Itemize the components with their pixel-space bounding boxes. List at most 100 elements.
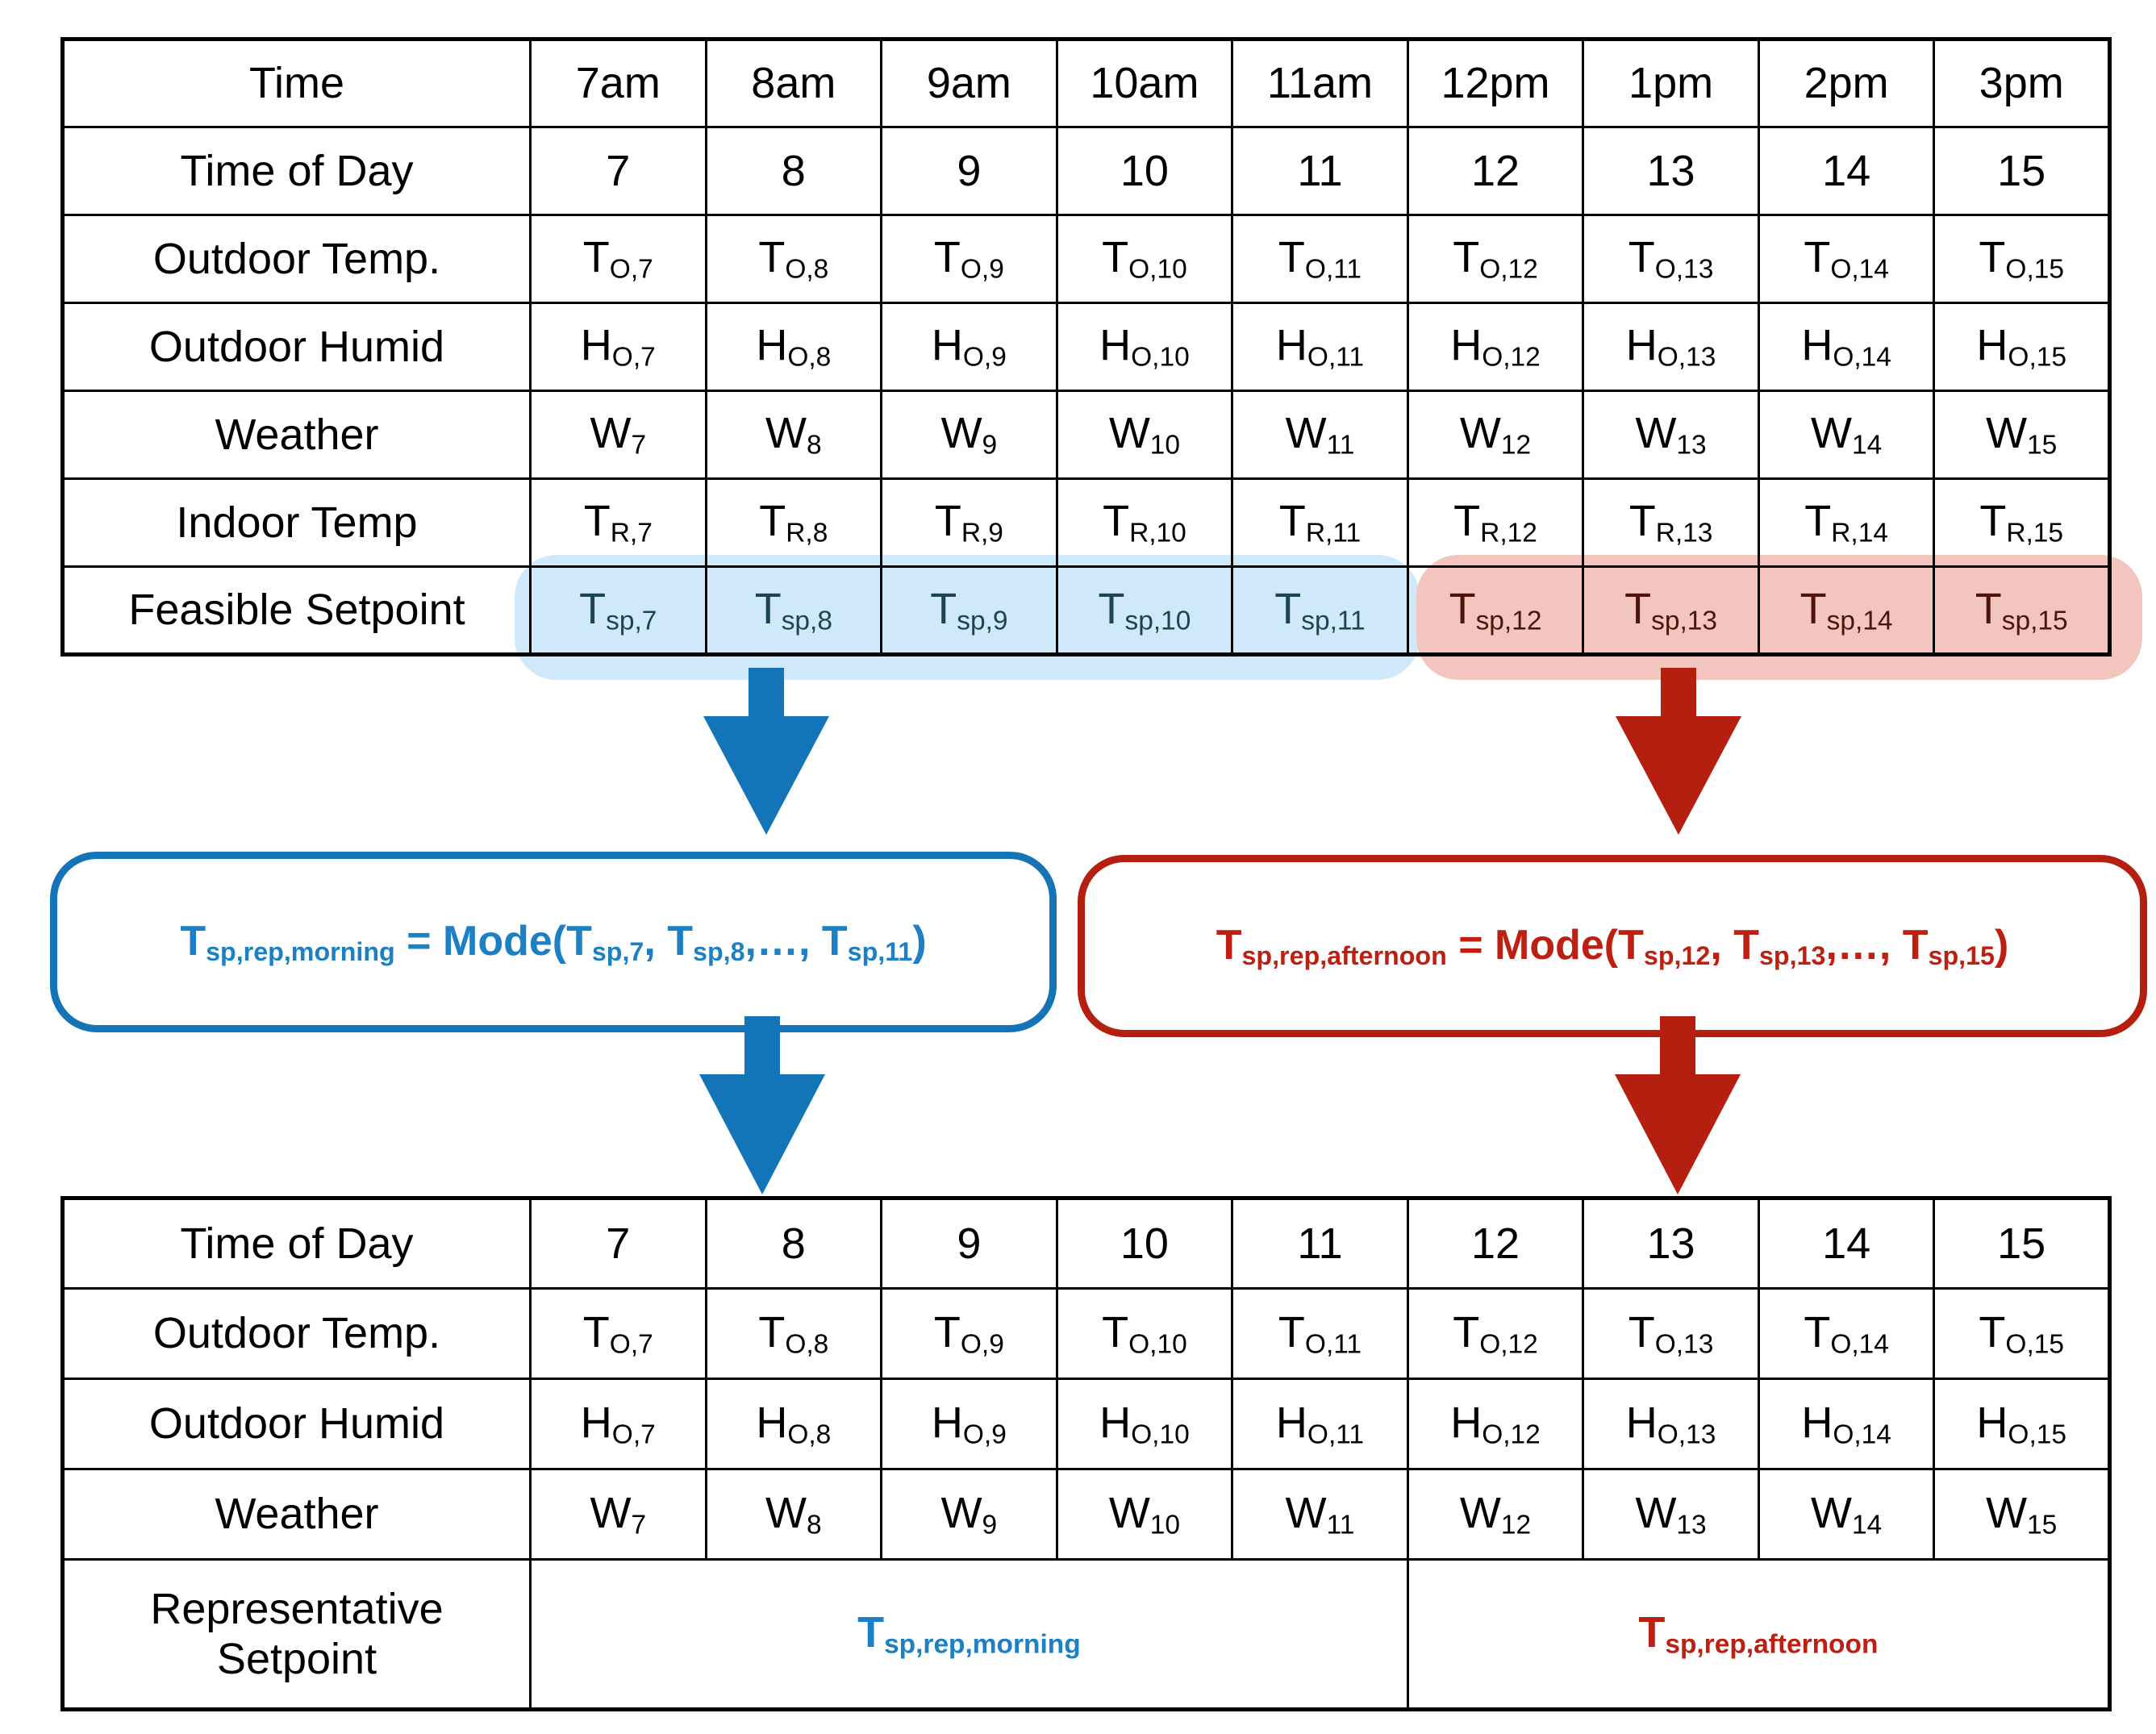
cell-time-of-day-12: 12	[1406, 126, 1585, 216]
cell-outdoor-temp-15: TO,15	[1933, 214, 2111, 304]
cell-time-of-day-14: 14	[1757, 1197, 1936, 1290]
cell-time-of-day-10: 10	[1055, 1197, 1234, 1290]
cell-representative-setpoint-afternoon: Tsp,rep,afternoon	[1406, 1558, 2112, 1711]
cell-outdoor-humid-12: HO,12	[1406, 302, 1585, 392]
row-label-outdoor-humid: Outdoor Humid	[61, 302, 532, 392]
row-label-outdoor-temp: Outdoor Temp.	[61, 214, 532, 304]
cell-time-of-day-15: 15	[1933, 126, 2111, 216]
cell-feasible-setpoint-9: Tsp,9	[880, 565, 1058, 656]
cell-feasible-setpoint-7: Tsp,7	[529, 565, 707, 656]
cell-outdoor-humid-9: HO,9	[880, 1378, 1058, 1470]
cell-outdoor-humid-9: HO,9	[880, 302, 1058, 392]
cell-indoor-temp-11: TR,11	[1231, 477, 1409, 568]
cell-indoor-temp-9: TR,9	[880, 477, 1058, 568]
cell-outdoor-temp-11: TO,11	[1231, 214, 1409, 304]
cell-feasible-setpoint-10: Tsp,10	[1055, 565, 1234, 656]
cell-weather-9: W9	[880, 1468, 1058, 1561]
cell-outdoor-humid-7: HO,7	[529, 302, 707, 392]
cell-outdoor-temp-13: TO,13	[1582, 214, 1760, 304]
row-label-outdoor-humid: Outdoor Humid	[61, 1378, 532, 1470]
cell-outdoor-temp-7: TO,7	[529, 214, 707, 304]
cell-time-of-day-15: 15	[1933, 1197, 2111, 1290]
morning-arrow-down-icon-2	[699, 1016, 825, 1194]
cell-time-11: 11am	[1231, 38, 1409, 128]
cell-indoor-temp-15: TR,15	[1933, 477, 2111, 568]
cell-outdoor-temp-9: TO,9	[880, 214, 1058, 304]
morning-formula-box: Tsp,rep,morning = Mode(Tsp,7, Tsp,8,…, T…	[50, 852, 1057, 1032]
cell-weather-7: W7	[529, 390, 707, 480]
cell-outdoor-temp-14: TO,14	[1757, 214, 1936, 304]
cell-weather-11: W11	[1231, 1468, 1409, 1561]
cell-feasible-setpoint-13: Tsp,13	[1582, 565, 1760, 656]
cell-outdoor-temp-10: TO,10	[1055, 1287, 1234, 1380]
cell-feasible-setpoint-14: Tsp,14	[1757, 565, 1936, 656]
cell-time-of-day-10: 10	[1055, 126, 1234, 216]
cell-indoor-temp-8: TR,8	[704, 477, 883, 568]
cell-time-14: 2pm	[1757, 38, 1936, 128]
afternoon-formula-box: Tsp,rep,afternoon = Mode(Tsp,12, Tsp,13,…	[1078, 855, 2147, 1037]
morning-mode-formula: Tsp,rep,morning = Mode(Tsp,7, Tsp,8,…, T…	[180, 917, 927, 967]
cell-outdoor-humid-12: HO,12	[1406, 1378, 1585, 1470]
cell-indoor-temp-13: TR,13	[1582, 477, 1760, 568]
cell-outdoor-temp-8: TO,8	[704, 1287, 883, 1380]
cell-outdoor-humid-15: HO,15	[1933, 1378, 2111, 1470]
cell-outdoor-humid-8: HO,8	[704, 1378, 883, 1470]
cell-outdoor-humid-14: HO,14	[1757, 1378, 1936, 1470]
cell-time-of-day-13: 13	[1582, 126, 1760, 216]
cell-outdoor-humid-7: HO,7	[529, 1378, 707, 1470]
afternoon-arrow-down-icon-2	[1615, 1016, 1741, 1194]
cell-time-of-day-7: 7	[529, 126, 707, 216]
cell-weather-14: W14	[1757, 1468, 1936, 1561]
cell-outdoor-temp-8: TO,8	[704, 214, 883, 304]
cell-time-of-day-13: 13	[1582, 1197, 1760, 1290]
cell-time-8: 8am	[704, 38, 883, 128]
cell-time-of-day-11: 11	[1231, 126, 1409, 216]
cell-outdoor-humid-15: HO,15	[1933, 302, 2111, 392]
row-label-outdoor-temp: Outdoor Temp.	[61, 1287, 532, 1380]
cell-time-of-day-14: 14	[1757, 126, 1936, 216]
row-label-weather: Weather	[61, 1468, 532, 1561]
cell-representative-setpoint-morning: Tsp,rep,morning	[529, 1558, 1409, 1711]
cell-outdoor-humid-8: HO,8	[704, 302, 883, 392]
cell-weather-14: W14	[1757, 390, 1936, 480]
cell-weather-11: W11	[1231, 390, 1409, 480]
cell-time-12: 12pm	[1406, 38, 1585, 128]
cell-outdoor-temp-9: TO,9	[880, 1287, 1058, 1380]
cell-weather-10: W10	[1055, 1468, 1234, 1561]
row-label-time-of-day: Time of Day	[61, 1197, 532, 1290]
cell-weather-12: W12	[1406, 1468, 1585, 1561]
cell-outdoor-humid-11: HO,11	[1231, 302, 1409, 392]
cell-indoor-temp-14: TR,14	[1757, 477, 1936, 568]
cell-time-15: 3pm	[1933, 38, 2111, 128]
cell-feasible-setpoint-8: Tsp,8	[704, 565, 883, 656]
cell-outdoor-temp-11: TO,11	[1231, 1287, 1409, 1380]
cell-outdoor-humid-11: HO,11	[1231, 1378, 1409, 1470]
cell-indoor-temp-10: TR,10	[1055, 477, 1234, 568]
row-label-weather: Weather	[61, 390, 532, 480]
cell-outdoor-temp-14: TO,14	[1757, 1287, 1936, 1380]
cell-time-of-day-11: 11	[1231, 1197, 1409, 1290]
cell-time-9: 9am	[880, 38, 1058, 128]
cell-weather-15: W15	[1933, 390, 2111, 480]
cell-weather-13: W13	[1582, 390, 1760, 480]
cell-outdoor-humid-10: HO,10	[1055, 1378, 1234, 1470]
cell-outdoor-temp-12: TO,12	[1406, 214, 1585, 304]
cell-feasible-setpoint-11: Tsp,11	[1231, 565, 1409, 656]
cell-weather-9: W9	[880, 390, 1058, 480]
cell-time-of-day-8: 8	[704, 1197, 883, 1290]
cell-time-10: 10am	[1055, 38, 1234, 128]
afternoon-mode-formula: Tsp,rep,afternoon = Mode(Tsp,12, Tsp,13,…	[1216, 921, 2009, 971]
cell-outdoor-humid-14: HO,14	[1757, 302, 1936, 392]
cell-time-7: 7am	[529, 38, 707, 128]
